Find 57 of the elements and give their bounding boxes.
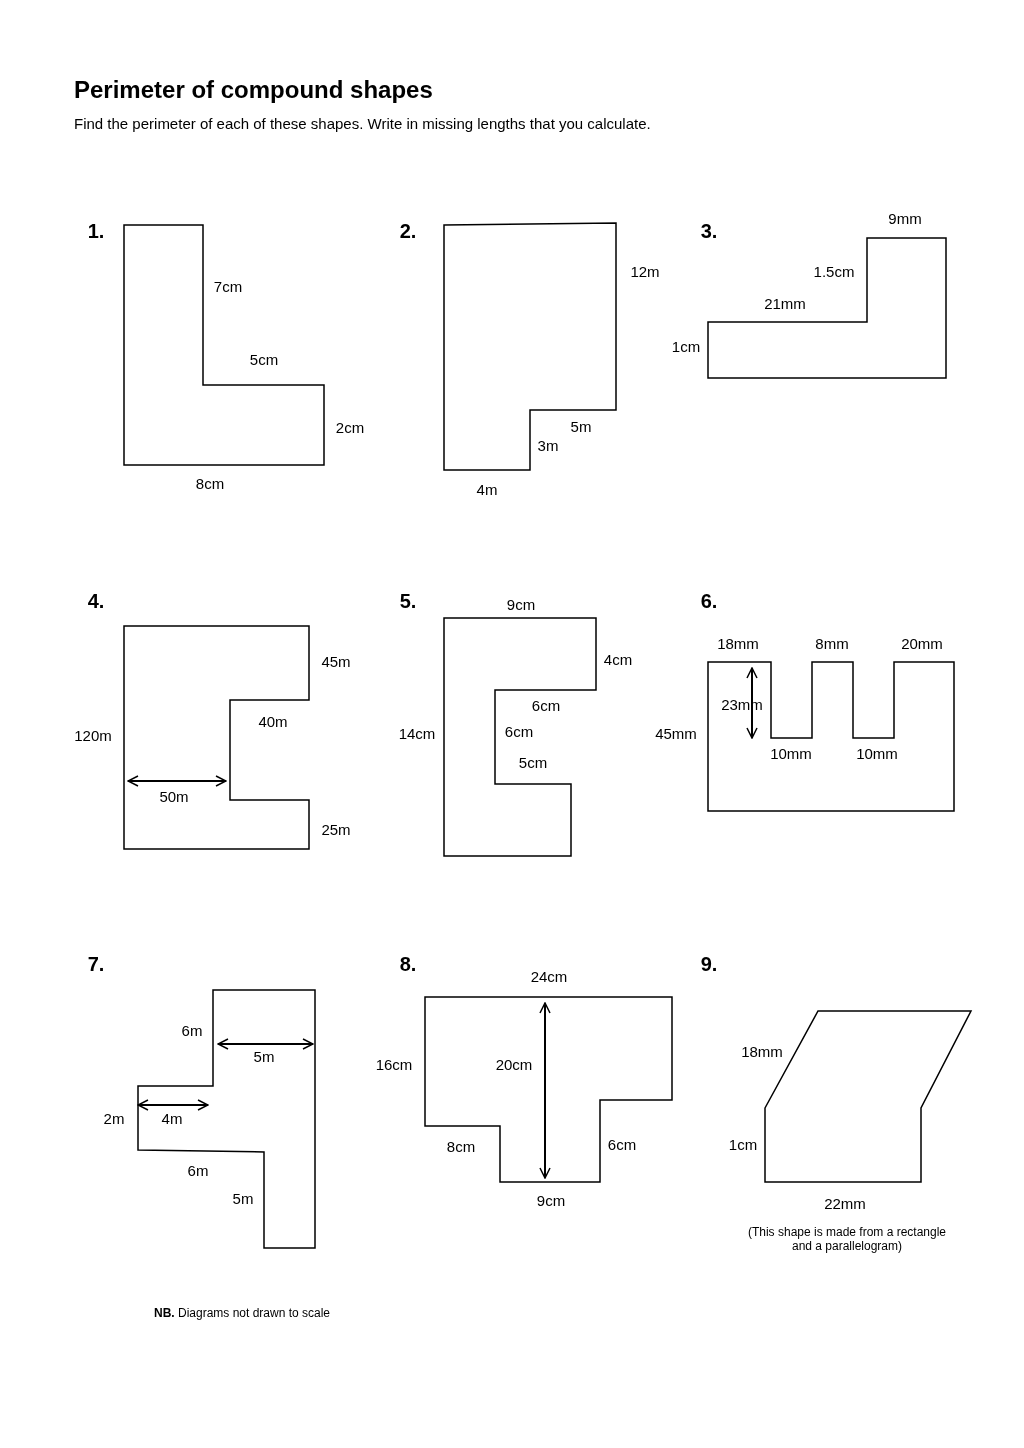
length-label: 6m xyxy=(181,1022,203,1040)
question-number: 3. xyxy=(700,219,718,243)
title: Perimeter of compound shapes xyxy=(74,76,433,104)
length-label: 2cm xyxy=(335,419,365,437)
length-label: 9cm xyxy=(506,596,536,614)
length-label: 6cm xyxy=(504,723,534,741)
length-label: 21mm xyxy=(764,295,806,313)
length-label: 20mm xyxy=(901,635,943,653)
question-number: 1. xyxy=(87,219,105,243)
length-label: 8cm xyxy=(195,475,225,493)
note: (This shape is made from a rectangle and a parallelogram) xyxy=(747,1224,947,1254)
length-label: 45mm xyxy=(655,725,697,743)
length-label: 16cm xyxy=(375,1056,413,1074)
length-label: 1.5cm xyxy=(813,263,855,281)
length-label: 18mm xyxy=(717,635,759,653)
length-label: 50m xyxy=(159,788,189,806)
length-label: 45m xyxy=(321,653,351,671)
question-number: 8. xyxy=(399,952,417,976)
question-number: 7. xyxy=(87,952,105,976)
length-label: 10mm xyxy=(856,745,898,763)
length-label: 10mm xyxy=(770,745,812,763)
length-label: 40m xyxy=(258,713,288,731)
footnote: NB. Diagrams not drawn to scale xyxy=(153,1305,331,1321)
length-label: 24cm xyxy=(530,968,568,986)
length-label: 8cm xyxy=(446,1138,476,1156)
length-label: 6cm xyxy=(531,697,561,715)
question-number: 5. xyxy=(399,589,417,613)
question-number: 6. xyxy=(700,589,718,613)
length-label: 9cm xyxy=(536,1192,566,1210)
length-label: 4m xyxy=(161,1110,183,1128)
length-label: 18mm xyxy=(741,1043,783,1061)
length-label: 5m xyxy=(232,1190,254,1208)
question-number: 2. xyxy=(399,219,417,243)
length-label: 6cm xyxy=(607,1136,637,1154)
question-number: 4. xyxy=(87,589,105,613)
length-label: 7cm xyxy=(213,278,243,296)
length-label: 22mm xyxy=(824,1195,866,1213)
length-label: 5m xyxy=(570,418,592,436)
length-label: 9mm xyxy=(888,210,922,228)
length-label: 14cm xyxy=(398,725,436,743)
length-label: 2m xyxy=(103,1110,125,1128)
length-label: 12m xyxy=(630,263,660,281)
length-label: 1cm xyxy=(728,1136,758,1154)
length-label: 6m xyxy=(187,1162,209,1180)
length-label: 5m xyxy=(253,1048,275,1066)
length-label: 3m xyxy=(537,437,559,455)
question-number: 9. xyxy=(700,952,718,976)
length-label: 4m xyxy=(476,481,498,499)
length-label: 5cm xyxy=(249,351,279,369)
length-label: 8mm xyxy=(815,635,849,653)
length-label: 4cm xyxy=(603,651,633,669)
length-label: 25m xyxy=(321,821,351,839)
length-label: 5cm xyxy=(518,754,548,772)
length-label: 120m xyxy=(74,727,112,745)
length-label: 20cm xyxy=(495,1056,533,1074)
instructions: Find the perimeter of each of these shapes. Write in missing lengths that you calculate. xyxy=(74,115,651,132)
length-label: 1cm xyxy=(671,338,701,356)
